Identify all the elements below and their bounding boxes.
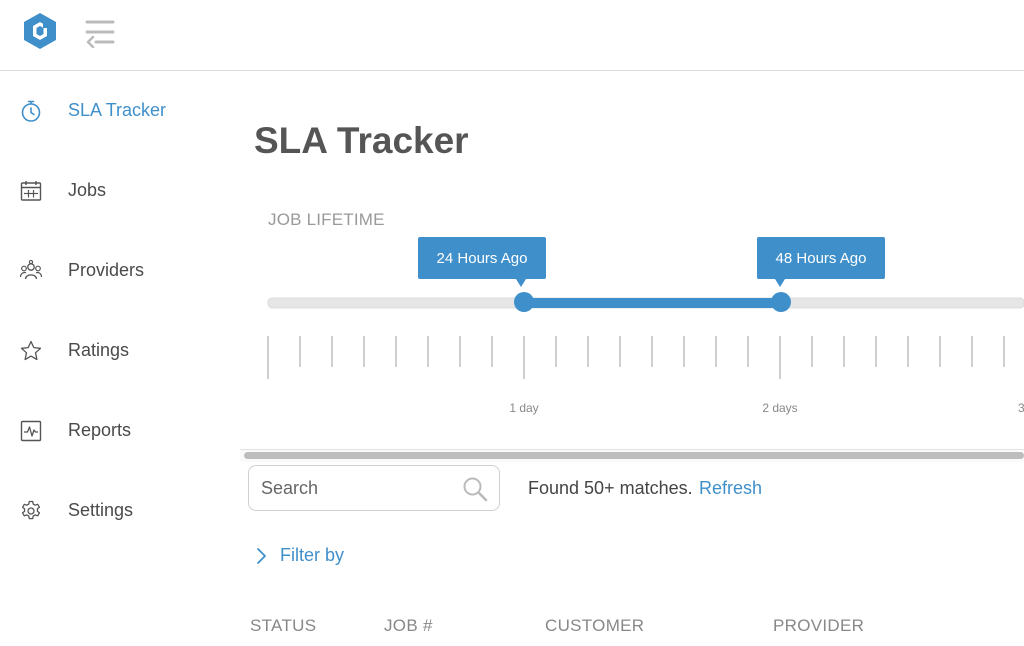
- sidebar-item-jobs[interactable]: Jobs: [0, 171, 240, 211]
- star-icon: [20, 340, 42, 361]
- chevron-right-icon: [257, 548, 266, 564]
- sidebar-item-label: Jobs: [68, 180, 107, 200]
- sidebar-item-ratings[interactable]: Ratings: [0, 331, 240, 371]
- column-header-job-number[interactable]: JOB #: [384, 616, 433, 635]
- search-input[interactable]: [261, 475, 451, 501]
- search-icon[interactable]: [461, 475, 489, 503]
- sidebar-item-sla-tracker[interactable]: SLA Tracker: [0, 91, 240, 131]
- axis-label-3-days: 3: [1018, 401, 1024, 415]
- gear-icon: [21, 500, 41, 520]
- calendar-icon: [20, 181, 42, 201]
- axis-label-2-days: 2 days: [762, 401, 797, 415]
- column-header-status[interactable]: STATUS: [250, 616, 317, 635]
- top-bar: [0, 0, 1024, 71]
- sidebar-item-label: Ratings: [68, 340, 130, 360]
- scrollbar-thumb[interactable]: [244, 452, 1024, 459]
- sidebar-item-label: Providers: [68, 260, 145, 280]
- column-header-provider[interactable]: PROVIDER: [773, 616, 865, 635]
- horizontal-scrollbar[interactable]: [240, 449, 1024, 462]
- slider-max-handle[interactable]: [771, 292, 791, 312]
- main-content: SLA Tracker JOB LIFETIME 24 Hours Ago 48…: [240, 71, 1024, 646]
- sidebar: SLA Tracker Jobs Providers Ratin: [0, 71, 240, 646]
- hexagon-logo-icon[interactable]: [22, 12, 58, 50]
- min-handle-label: 24 Hours Ago: [437, 250, 528, 267]
- sidebar-item-settings[interactable]: Settings: [0, 491, 240, 531]
- filter-by-label: Filter by: [280, 545, 345, 565]
- max-handle-tooltip: 48 Hours Ago: [757, 237, 885, 287]
- slider-range: [524, 298, 781, 308]
- slider-min-handle[interactable]: [514, 292, 534, 312]
- job-lifetime-slider[interactable]: 24 Hours Ago 48 Hours Ago 1 day 2 days 3: [240, 231, 1024, 451]
- sidebar-item-label: SLA Tracker: [68, 100, 167, 120]
- activity-chart-icon: [20, 420, 42, 442]
- sidebar-item-reports[interactable]: Reports: [0, 411, 240, 451]
- refresh-link[interactable]: Refresh: [699, 478, 763, 498]
- min-handle-tooltip: 24 Hours Ago: [418, 237, 546, 287]
- sidebar-item-label: Reports: [68, 420, 132, 440]
- sidebar-item-label: Settings: [68, 500, 134, 520]
- page-title: SLA Tracker: [254, 120, 469, 161]
- column-header-customer[interactable]: CUSTOMER: [545, 616, 645, 635]
- job-lifetime-label: JOB LIFETIME: [268, 210, 385, 229]
- axis-label-1-day: 1 day: [509, 401, 538, 415]
- max-handle-label: 48 Hours Ago: [776, 250, 867, 267]
- users-icon: [19, 259, 43, 280]
- sidebar-item-providers[interactable]: Providers: [0, 251, 240, 291]
- match-count-text: Found 50+ matches.: [528, 478, 693, 498]
- stopwatch-icon: [21, 100, 41, 122]
- search-box: [248, 465, 500, 511]
- collapse-menu-icon[interactable]: [84, 16, 116, 48]
- slider-ticks: [267, 336, 1005, 379]
